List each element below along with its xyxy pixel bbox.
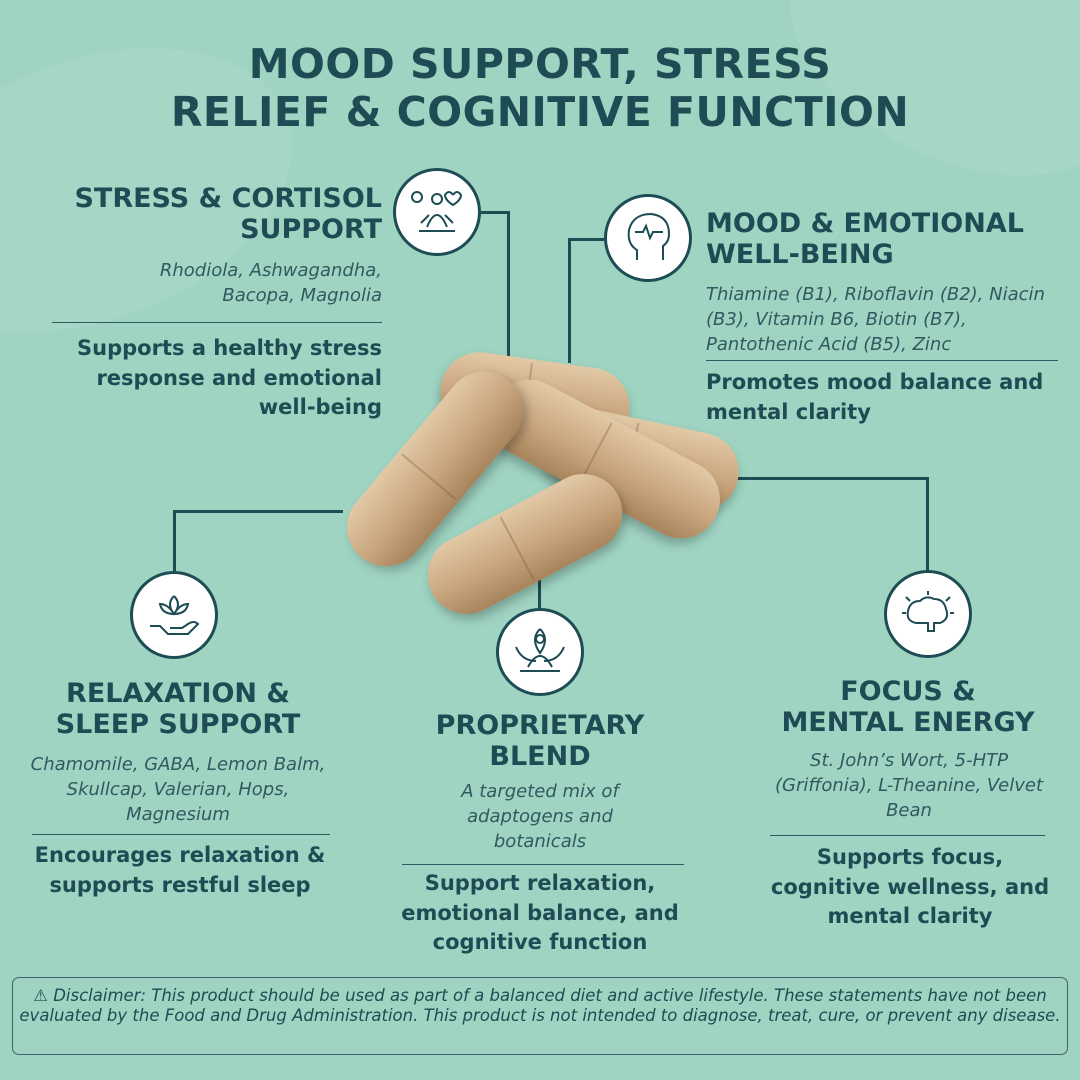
blend-heading-line-1: PROPRIETARY xyxy=(435,710,645,741)
title-line-1: MOOD SUPPORT, STRESS xyxy=(248,40,832,88)
relaxation-description: Encourages relaxation & supports restful… xyxy=(34,843,326,897)
brain-energy-icon xyxy=(884,570,972,658)
stress-heading-line-2: SUPPORT xyxy=(240,214,382,245)
focus-heading-line-1: FOCUS & xyxy=(840,676,976,707)
connector xyxy=(730,477,929,480)
lotus-meditation-icon xyxy=(496,608,584,696)
divider xyxy=(770,835,1045,836)
blend-ingredients: A targeted mix of adaptogens and botanic… xyxy=(461,781,619,852)
focus-heading: FOCUS &MENTAL ENERGY xyxy=(740,676,1076,738)
blend-heading-line-2: BLEND xyxy=(489,741,591,772)
connector xyxy=(568,238,571,363)
stress-ingredients: Rhodiola, Ashwagandha, Bacopa, Magnolia xyxy=(159,260,382,306)
relaxation-ingredients: Chamomile, GABA, Lemon Balm, Skullcap, V… xyxy=(30,754,326,825)
disclaimer-text: ⚠ Disclaimer: This product should be use… xyxy=(19,986,1061,1025)
mood-ingredients: Thiamine (B1), Riboflavin (B2), Niacin (… xyxy=(706,284,1045,355)
divider xyxy=(52,322,382,323)
blend-description: Support relaxation, emotional balance, a… xyxy=(401,871,679,954)
mood-heading-line-1: MOOD & EMOTIONAL xyxy=(706,208,1024,239)
connector xyxy=(568,238,604,241)
relaxation-heading: RELAXATION &SLEEP SUPPORT xyxy=(0,678,356,740)
connector xyxy=(926,477,929,571)
connector xyxy=(507,211,510,371)
connector xyxy=(480,211,510,214)
focus-description: Supports focus, cognitive wellness, and … xyxy=(770,845,1050,928)
meditation-gear-heart-icon xyxy=(393,168,481,256)
stress-description: Supports a healthy stress response and e… xyxy=(77,336,382,419)
page-title: MOOD SUPPORT, STRESS RELIEF & COGNITIVE … xyxy=(0,40,1080,136)
stress-heading-line-1: STRESS & CORTISOL xyxy=(74,183,382,214)
connector xyxy=(173,510,343,513)
divider xyxy=(706,360,1058,361)
head-heartbeat-icon xyxy=(604,194,692,282)
focus-heading-line-2: MENTAL ENERGY xyxy=(781,707,1035,738)
lotus-hand-icon xyxy=(130,571,218,659)
divider xyxy=(32,834,330,835)
mood-description: Promotes mood balance and mental clarity xyxy=(706,370,1044,424)
relaxation-heading-line-1: RELAXATION & xyxy=(66,678,290,709)
disclaimer-box: ⚠ Disclaimer: This product should be use… xyxy=(12,977,1068,1055)
divider xyxy=(402,864,684,865)
mood-heading-line-2: WELL-BEING xyxy=(706,239,894,270)
focus-ingredients: St. John’s Wort, 5-HTP (Griffonia), L-Th… xyxy=(774,750,1044,821)
relaxation-heading-line-2: SLEEP SUPPORT xyxy=(55,709,301,740)
title-line-2: RELIEF & COGNITIVE FUNCTION xyxy=(170,88,910,136)
connector xyxy=(538,580,541,610)
connector xyxy=(173,510,176,572)
